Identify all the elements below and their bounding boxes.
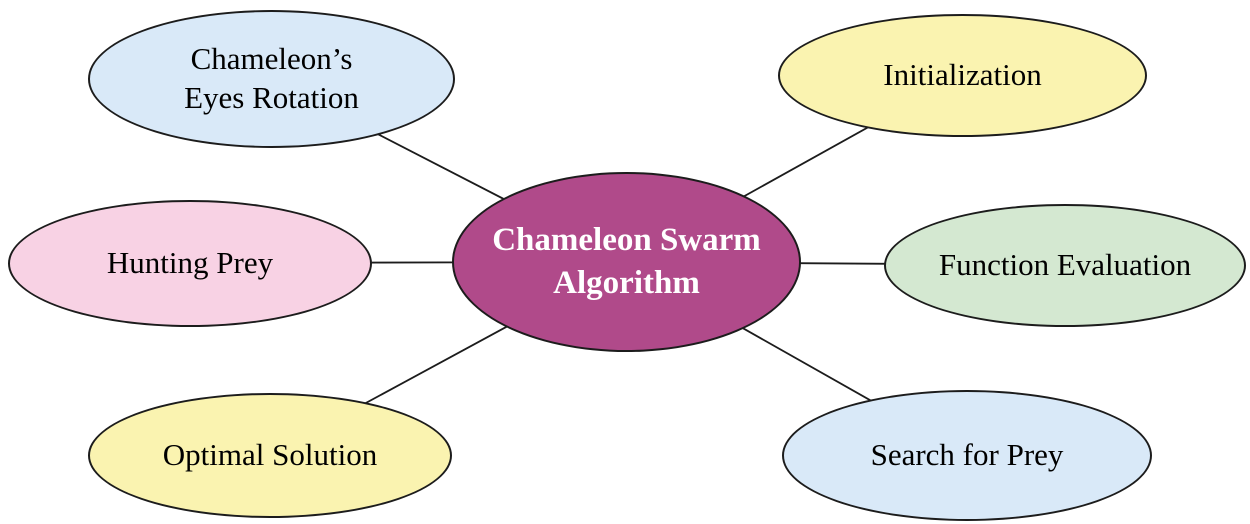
node-search-for-prey-label: Search for Prey bbox=[870, 437, 1064, 473]
node-hunting-prey-label: Hunting Prey bbox=[106, 245, 274, 281]
node-optimal-solution: Optimal Solution bbox=[88, 393, 452, 518]
node-search-for-prey: Search for Prey bbox=[782, 390, 1152, 521]
node-center-label: Chameleon Swarm Algorithm bbox=[492, 222, 761, 301]
node-hunting-prey: Hunting Prey bbox=[8, 200, 372, 327]
node-chameleons-eyes-rotation-label: Chameleon’s Eyes Rotation bbox=[184, 41, 359, 115]
node-function-evaluation-label: Function Evaluation bbox=[938, 247, 1192, 283]
node-function-evaluation: Function Evaluation bbox=[884, 204, 1246, 327]
node-optimal-solution-label: Optimal Solution bbox=[162, 437, 378, 473]
node-initialization: Initialization bbox=[778, 14, 1147, 137]
node-chameleons-eyes-rotation: Chameleon’s Eyes Rotation bbox=[88, 10, 455, 148]
node-center-chameleon-swarm-algorithm: Chameleon Swarm Algorithm bbox=[452, 172, 801, 352]
node-initialization-label: Initialization bbox=[883, 57, 1042, 93]
